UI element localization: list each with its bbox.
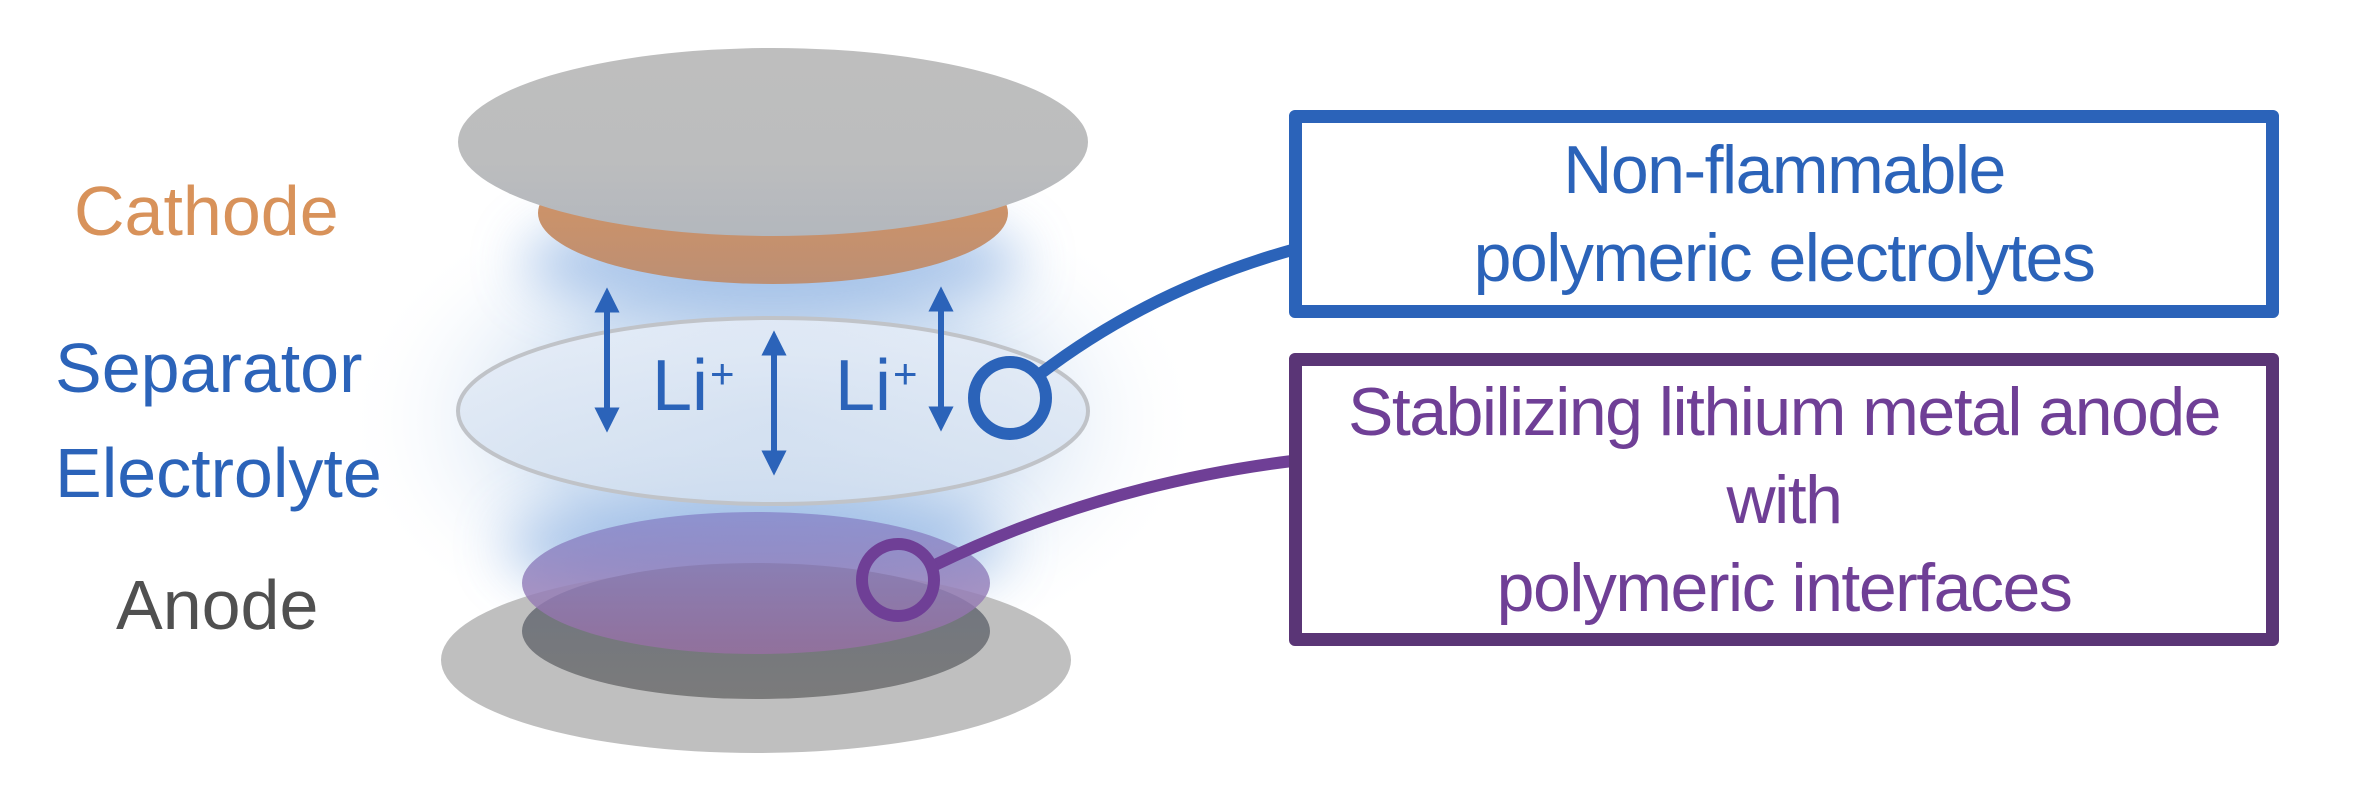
- anode-marker-ring: [856, 538, 940, 622]
- electrolyte-label: Electrolyte: [55, 434, 382, 512]
- anode-connector-line: [932, 455, 1293, 571]
- cathode-label: Cathode: [74, 172, 339, 250]
- callout-line: Stabilizing lithium metal anode: [1348, 373, 2222, 450]
- anode-interface-callout-box: Stabilizing lithium metal anode with pol…: [1289, 353, 2279, 646]
- ion-symbol: Li: [652, 346, 709, 426]
- separator-label: Separator: [55, 329, 363, 407]
- anode-label: Anode: [116, 566, 319, 644]
- cathode-current-collector: [458, 48, 1088, 236]
- electrolyte-callout-box: Non-flammable polymeric electrolytes: [1289, 110, 2279, 318]
- electrolyte-connector-line: [1036, 244, 1294, 379]
- ion-symbol: Li: [835, 346, 892, 426]
- callout-line: Non-flammable: [1563, 132, 2006, 208]
- ion-charge: +: [710, 350, 735, 397]
- lithium-ion-label: Li+: [652, 350, 735, 422]
- callout-line: polymeric electrolytes: [1473, 220, 2096, 296]
- lithium-ion-label: Li+: [835, 350, 918, 422]
- ion-charge: +: [893, 350, 918, 397]
- electrolyte-marker-ring: [968, 356, 1052, 440]
- callout-line: polymeric interfaces: [1496, 549, 2073, 626]
- callout-line: with: [1726, 461, 1843, 538]
- polymeric-interface-layer: [522, 512, 990, 654]
